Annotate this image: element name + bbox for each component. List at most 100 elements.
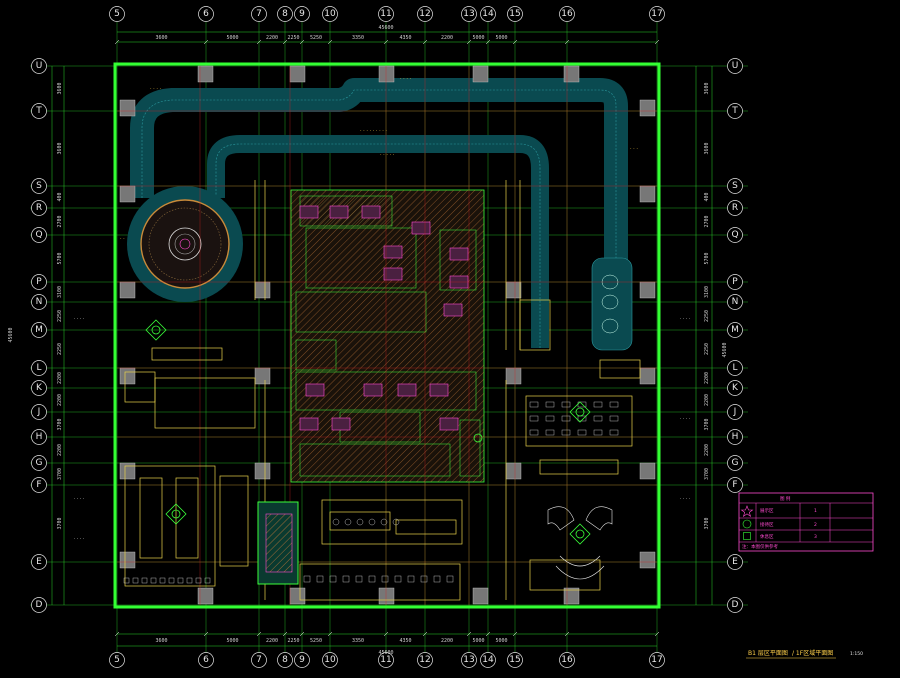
row-axis-left-label: E <box>36 557 42 567</box>
dimension-value: 3600 <box>155 35 167 41</box>
furniture-block <box>363 383 383 397</box>
col-axis-bottom-16: 16 <box>559 652 575 668</box>
row-axis-right-E: E <box>727 554 743 570</box>
furniture-block <box>397 383 417 397</box>
column <box>197 587 214 605</box>
svg-text:· · · ·: · · · · <box>400 76 412 82</box>
col-axis-top-11: 11 <box>378 6 394 22</box>
chair <box>344 518 352 526</box>
row-axis-right-P: P <box>727 274 743 290</box>
dimension-value: 3600 <box>57 82 63 94</box>
row-axis-right-T: T <box>727 103 743 119</box>
furniture-block <box>305 383 325 397</box>
top-total-dimension: 45600 <box>378 25 393 31</box>
column <box>119 551 136 569</box>
row-axis-right-label: T <box>731 106 738 116</box>
row-axis-left-K: K <box>31 380 47 396</box>
furniture-block <box>383 267 403 281</box>
chair <box>392 518 400 526</box>
column <box>289 65 306 83</box>
col-axis-top-14: 14 <box>480 6 496 22</box>
col-axis-bottom-14: 14 <box>480 652 496 668</box>
left-dimensions: 3600360040027005700310022502250220022003… <box>57 82 63 529</box>
dimension-value: 2700 <box>704 215 710 227</box>
column <box>639 281 656 299</box>
column <box>254 462 271 480</box>
furniture-block <box>449 247 469 261</box>
row-axis-right-label: P <box>732 277 738 287</box>
col-axis-bottom-10: 10 <box>322 652 338 668</box>
seating <box>123 401 619 584</box>
desk <box>545 401 555 408</box>
legend-star-icon <box>740 505 754 518</box>
column <box>197 65 214 83</box>
row-axis-right-label: U <box>732 61 739 71</box>
col-axis-top-label: 14 <box>482 9 494 19</box>
col-axis-bottom-9: 9 <box>294 652 310 668</box>
row-axis-left-R: R <box>31 200 47 216</box>
row-axis-right-label: F <box>732 480 737 490</box>
desk <box>545 429 555 436</box>
desk <box>561 415 571 422</box>
dimension-value: 3700 <box>57 468 63 480</box>
desk <box>593 429 603 436</box>
column <box>639 367 656 385</box>
chair <box>446 575 454 583</box>
row-axis-left-label: J <box>37 407 41 417</box>
col-axis-bottom-5: 5 <box>109 652 125 668</box>
furniture-block <box>429 383 449 397</box>
legend-row-2-count: 2 <box>814 522 817 528</box>
row-axis-left-label: N <box>36 297 43 307</box>
row-axis-left-L: L <box>31 360 47 376</box>
col-axis-top-16: 16 <box>559 6 575 22</box>
col-axis-bottom-7: 7 <box>251 652 267 668</box>
chair <box>394 575 402 583</box>
stair-box <box>257 501 299 585</box>
chair <box>177 577 184 584</box>
col-axis-top-label: 13 <box>463 9 474 19</box>
furniture-block <box>299 417 319 431</box>
furniture-block <box>383 245 403 259</box>
dimension-value: 5000 <box>472 35 484 41</box>
dimension-value: 5700 <box>57 252 63 264</box>
row-axis-right-label: J <box>733 407 737 417</box>
row-axis-right-label: S <box>732 181 738 191</box>
furniture-block <box>329 205 349 219</box>
legend-circle-icon <box>742 519 752 529</box>
dimension-value: 2250 <box>704 343 710 355</box>
column <box>505 367 522 385</box>
structural-columns <box>119 65 656 605</box>
dimension-value: 3700 <box>57 418 63 430</box>
row-axis-left-label: Q <box>35 230 42 240</box>
col-axis-bottom-label: 10 <box>324 655 336 665</box>
col-axis-top-label: 9 <box>299 9 305 19</box>
row-axis-left-Q: Q <box>31 227 47 243</box>
row-axis-left-label: H <box>36 432 43 442</box>
dimension-value: 5000 <box>472 638 484 644</box>
svg-text:· ·: · · <box>120 236 125 242</box>
legend-row-1-count: 1 <box>814 508 817 514</box>
row-axis-left-label: G <box>36 458 43 468</box>
dimension-value: 2250 <box>287 35 299 41</box>
row-axis-right-label: R <box>732 203 738 213</box>
desk <box>577 415 587 422</box>
chair <box>355 575 363 583</box>
row-axis-left-U: U <box>31 58 47 74</box>
desk <box>529 429 539 436</box>
right-total-dimension: 45600 <box>722 342 728 357</box>
dimension-value: 2700 <box>57 215 63 227</box>
col-axis-bottom-13: 13 <box>461 652 477 668</box>
col-axis-top-label: 8 <box>282 9 288 19</box>
col-axis-bottom-6: 6 <box>198 652 214 668</box>
col-axis-top-9: 9 <box>294 6 310 22</box>
column <box>119 185 136 203</box>
drawing-subtitle: / 1F区域平面图 <box>792 649 833 657</box>
column <box>563 587 580 605</box>
row-axis-right-N: N <box>727 294 743 310</box>
dimension-value: 5250 <box>310 638 322 644</box>
column <box>505 281 522 299</box>
row-axis-right-G: G <box>727 455 743 471</box>
